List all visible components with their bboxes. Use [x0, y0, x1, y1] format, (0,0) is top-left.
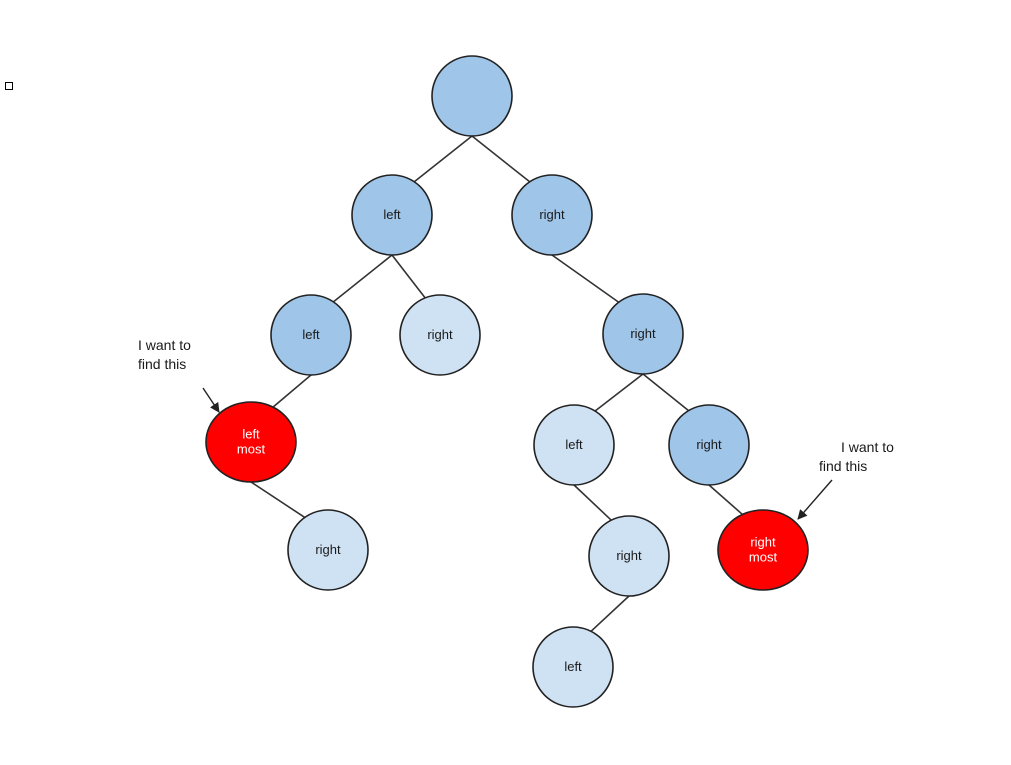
edge-l3-left-to-l4-right-b [573, 484, 612, 521]
annotation-left-note: I want to find this [138, 337, 220, 413]
annotation-text-left-note-0: I want to [138, 337, 191, 353]
edge-l2-right-b-to-l3-left [594, 373, 644, 412]
node-label-l2-left-0: left [302, 327, 320, 342]
edge-l3-right-to-right-most [708, 484, 743, 516]
annotation-arrow-right-note [797, 479, 833, 520]
annotation-text-right-note-1: find this [819, 458, 867, 474]
node-circle-l3-left [533, 404, 615, 486]
edge-root-to-l1-right [471, 135, 531, 183]
edge-l2-right-b-to-l3-right [642, 373, 690, 412]
node-label-l2-right-a-0: right [427, 327, 453, 342]
node-label-left-most-0: left [242, 427, 260, 442]
edge-l4-right-b-to-l5-left [590, 595, 630, 632]
node-circle-l4-right-b [588, 515, 670, 597]
node-root [431, 55, 513, 137]
node-label-l1-right-0: right [539, 207, 565, 222]
node-circle-l1-right [511, 174, 593, 256]
edge-l2-left-to-left-most [272, 374, 312, 408]
edge-l1-left-to-l2-left [332, 254, 393, 303]
node-l4-right-b: right [588, 515, 670, 597]
node-circle-l2-right-b [602, 293, 684, 375]
node-label-l2-right-b-0: right [630, 326, 656, 341]
node-label-l3-right-0: right [696, 437, 722, 452]
small-square-marker [5, 82, 13, 90]
node-label-l1-left-0: left [383, 207, 401, 222]
node-l2-right-a: right [399, 294, 481, 376]
node-l1-right: right [511, 174, 593, 256]
node-label-right-most-0: right [750, 535, 776, 550]
node-circle-right-most [717, 509, 809, 591]
annotation-text-left-note-1: find this [138, 356, 186, 372]
node-circle-l2-left [270, 294, 352, 376]
annotation-right-note: I want to find this [797, 439, 894, 520]
edges-layer [250, 135, 743, 632]
node-label-l3-left-0: left [565, 437, 583, 452]
node-circle-l4-right-a [287, 509, 369, 591]
node-l2-left: left [270, 294, 352, 376]
node-label-l5-left-0: left [564, 659, 582, 674]
node-circle-l1-left [351, 174, 433, 256]
node-l5-left: left [532, 626, 614, 708]
node-l2-right-b: right [602, 293, 684, 375]
node-label-l4-right-a-0: right [315, 542, 341, 557]
node-circle-l5-left [532, 626, 614, 708]
edge-root-to-l1-left [413, 135, 473, 183]
node-l1-left: left [351, 174, 433, 256]
node-circle-l3-right [668, 404, 750, 486]
node-l3-right: right [668, 404, 750, 486]
node-circle-left-most [205, 401, 297, 483]
node-label-left-most-1: most [237, 442, 266, 457]
annotation-text-right-note-0: I want to [841, 439, 894, 455]
annotation-arrow-left-note [202, 387, 220, 413]
node-l4-right-a: right [287, 509, 369, 591]
edge-l1-left-to-l2-right-a [391, 254, 426, 299]
node-l3-left: left [533, 404, 615, 486]
node-label-l4-right-b-0: right [616, 548, 642, 563]
node-circle-l2-right-a [399, 294, 481, 376]
edge-l1-right-to-l2-right-b [551, 254, 620, 303]
notes-layer: I want to find this I want to find this [138, 337, 894, 520]
edge-left-most-to-l4-right-a [250, 481, 306, 519]
node-circle-root [431, 55, 513, 137]
node-label-right-most-1: most [749, 550, 778, 565]
